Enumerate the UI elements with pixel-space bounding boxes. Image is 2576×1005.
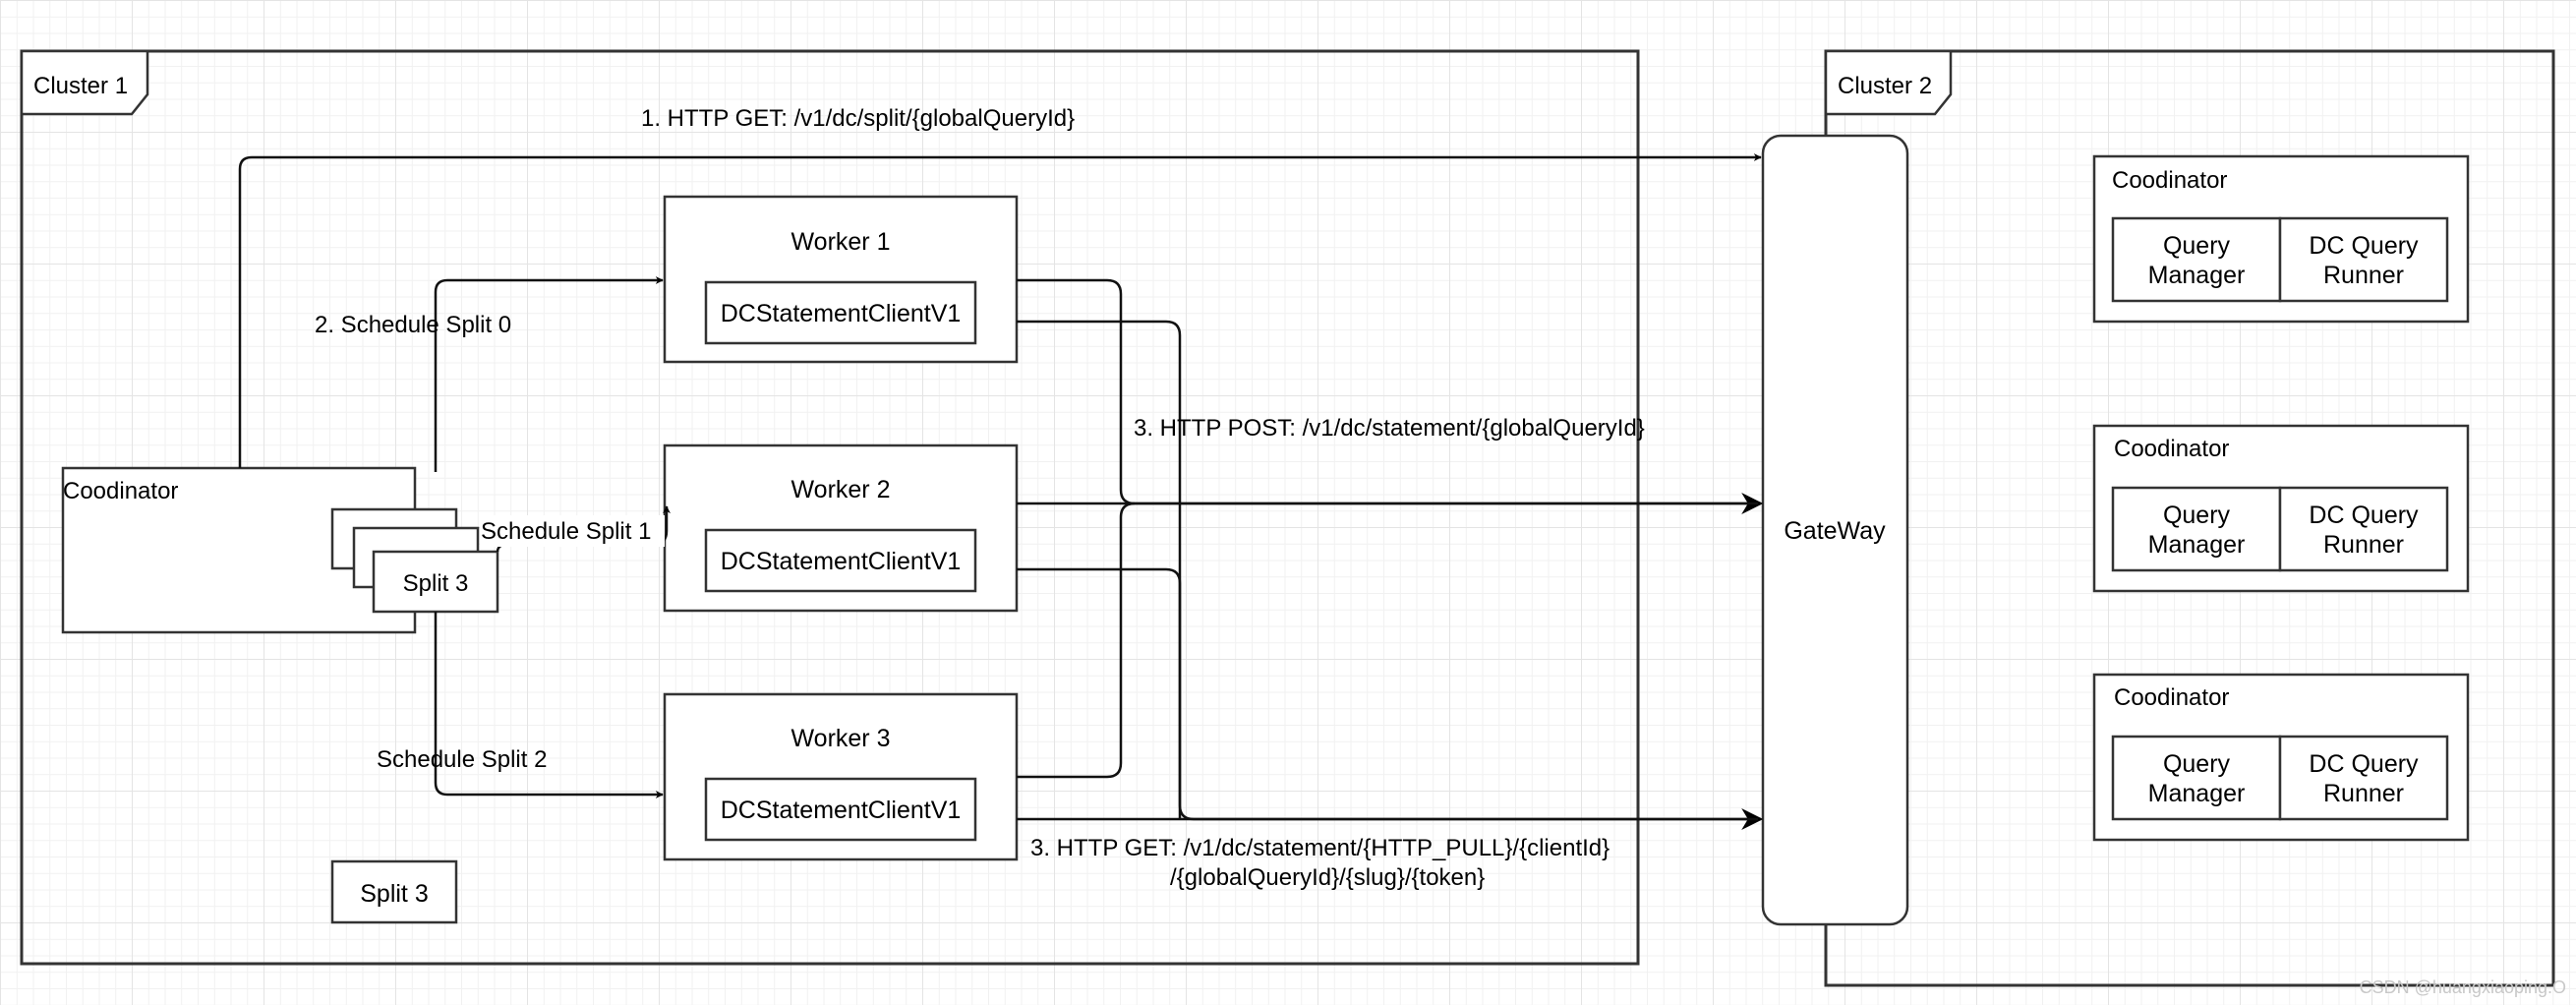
worker-2: Worker 2 DCStatementClientV1	[663, 443, 1019, 613]
pending-split-label: Split 3	[360, 880, 428, 908]
dc-query-runner-box	[2278, 216, 2449, 303]
worker-2-client-label: DCStatementClientV1	[721, 548, 962, 575]
edge-schedule-split-0	[434, 276, 664, 472]
edge-worker-1-post	[1017, 278, 1764, 514]
dc-query-runner-line1: DC Query	[2309, 750, 2419, 778]
cluster-2-frame: Cluster 2	[1824, 49, 2555, 987]
dc-query-runner-line1: DC Query	[2309, 232, 2419, 260]
dc-query-runner-box	[2278, 486, 2449, 572]
edges	[238, 153, 1764, 830]
worker-1-client	[704, 280, 977, 345]
cluster-1-frame: Cluster 1	[20, 49, 1640, 966]
worker-2-title: Worker 2	[791, 476, 891, 503]
coordinator-label: Coodinator	[63, 478, 178, 504]
query-manager-line2: Manager	[2148, 780, 2246, 807]
worker-2-client	[704, 528, 977, 593]
coordinator-3-label: Coodinator	[2114, 684, 2229, 711]
split-stack-label: Split 3	[403, 570, 469, 597]
cluster-1-coordinator: Coodinator Split 3	[61, 466, 499, 634]
pending-split: Split 3	[330, 859, 458, 924]
watermark: CSDN @huangxiaoping.O	[2360, 977, 2566, 997]
worker-3-title: Worker 3	[791, 725, 891, 752]
worker-3-client	[704, 777, 977, 842]
query-manager-box	[2111, 486, 2282, 572]
dc-query-runner-line1: DC Query	[2309, 502, 2419, 529]
worker-3: Worker 3 DCStatementClientV1	[663, 692, 1019, 861]
gateway: GateWay	[1761, 134, 1909, 926]
label-http-get-statement-line1: 3. HTTP GET: /v1/dc/statement/{HTTP_PULL…	[1030, 835, 1610, 861]
edge-schedule-split-2	[434, 612, 664, 798]
cluster-1-label: Cluster 1	[33, 73, 128, 99]
dc-query-runner-line2: Runner	[2323, 531, 2404, 559]
edge-http-get-split	[238, 153, 1762, 468]
dc-query-runner-box	[2278, 735, 2449, 821]
label-schedule-split-0: 2. Schedule Split 0	[315, 312, 511, 338]
label-http-post-statement: 3. HTTP POST: /v1/dc/statement/{globalQu…	[1134, 415, 1645, 442]
edge-worker-3-post	[1017, 502, 1136, 779]
cluster-2-coordinator-1: Coodinator Query Manager DC Query Runner	[2092, 154, 2470, 324]
gateway-label: GateWay	[1784, 517, 1886, 545]
worker-1-client-label: DCStatementClientV1	[721, 300, 962, 327]
cluster-2-coordinator-2: Coodinator Query Manager DC Query Runner	[2092, 424, 2470, 593]
query-manager-box	[2111, 735, 2282, 821]
label-schedule-split-2: Schedule Split 2	[377, 746, 547, 773]
query-manager-line1: Query	[2163, 750, 2231, 778]
edge-worker-2-get	[1017, 567, 1182, 819]
query-manager-line2: Manager	[2148, 262, 2246, 289]
dc-query-runner-line2: Runner	[2323, 780, 2404, 807]
worker-1: Worker 1 DCStatementClientV1	[663, 195, 1019, 364]
query-manager-line1: Query	[2163, 232, 2231, 260]
label-http-get-split: 1. HTTP GET: /v1/dc/split/{globalQueryId…	[641, 105, 1075, 132]
coordinator-2-label: Coodinator	[2114, 436, 2229, 462]
query-manager-line2: Manager	[2148, 531, 2246, 559]
query-manager-line1: Query	[2163, 502, 2231, 529]
worker-1-title: Worker 1	[791, 228, 891, 256]
label-mask	[480, 515, 665, 547]
cluster-2-label: Cluster 2	[1838, 73, 1932, 99]
split-card-front	[372, 550, 499, 614]
cluster-2-coordinator-3: Coodinator Query Manager DC Query Runner	[2092, 673, 2470, 842]
worker-3-client-label: DCStatementClientV1	[721, 797, 962, 824]
label-http-get-statement-line2: /{globalQueryId}/{slug}/{token}	[1170, 864, 1485, 891]
dc-query-runner-line2: Runner	[2323, 262, 2404, 289]
label-schedule-split-1: Schedule Split 1	[481, 518, 651, 545]
coordinator-1-label: Coodinator	[2112, 167, 2227, 194]
